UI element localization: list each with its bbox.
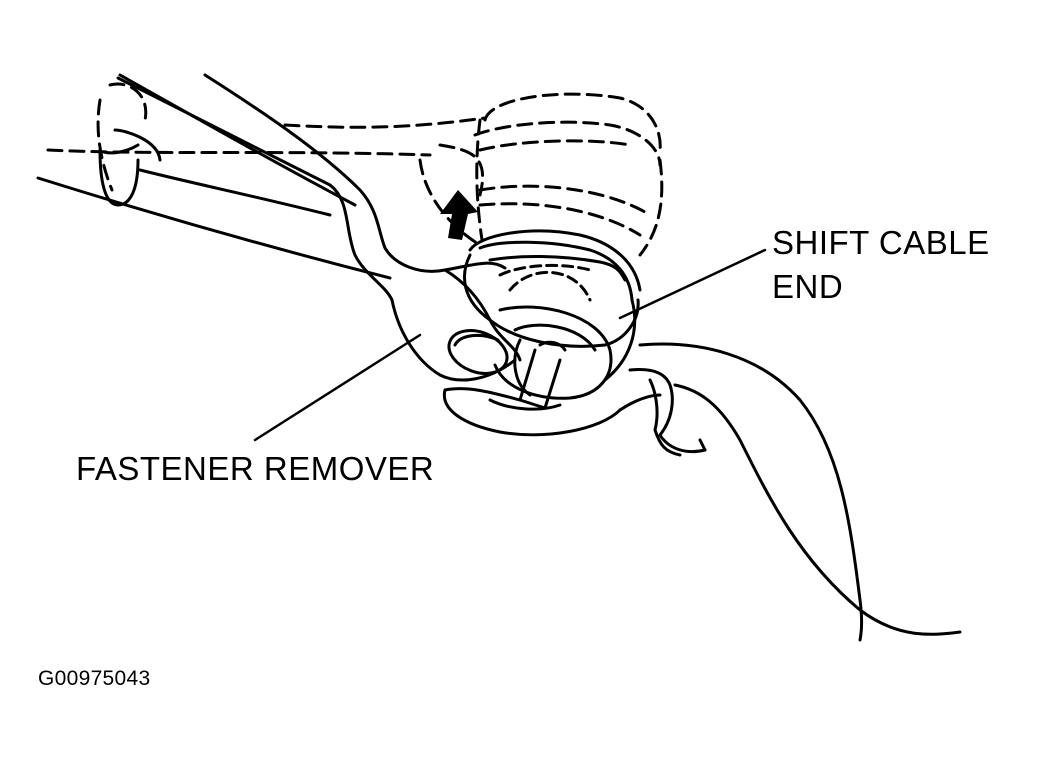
fastener-remover-tool [116,73,522,382]
leader-fastener-remover [253,333,422,442]
dashed-cable-end [418,92,664,257]
leader-lines [253,248,767,442]
lower-shift-rod [36,73,392,280]
label-shift-cable-end-line2: END [772,268,844,305]
lift-arrow [440,190,478,240]
dashed-link-rod [46,82,487,192]
label-fastener-remover: FASTENER REMOVER [76,450,435,487]
leader-shift-cable-end [618,248,767,320]
socket-cup [442,305,622,437]
shift-cable-end [463,229,642,382]
figure-id: G00975043 [38,667,151,690]
label-shift-cable-end-line1: SHIFT CABLE [772,224,990,261]
pivot-collar [98,128,332,217]
mounting-bracket [618,342,962,642]
